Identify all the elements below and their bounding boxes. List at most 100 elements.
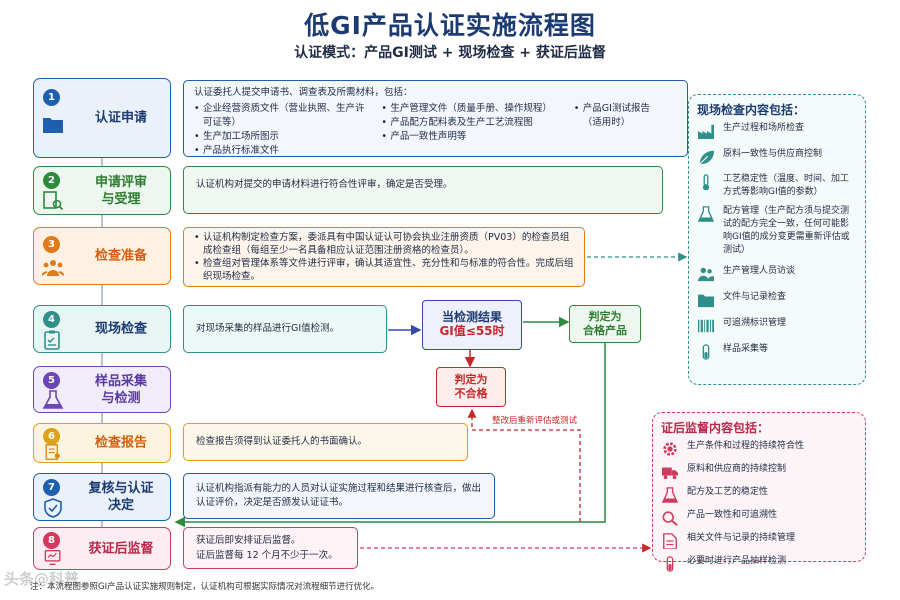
monitor-icon (44, 550, 61, 565)
step-number: 3 (43, 236, 60, 253)
panel-item-text: 样品采集等 (723, 344, 769, 354)
panel-item-text: 工艺稳定性（温度、时间、加工方式等影响GI值的参数） (723, 174, 850, 197)
step-label: 检查报告 (94, 435, 147, 451)
step-number: 5 (43, 372, 60, 389)
thermometer-icon (702, 174, 710, 190)
panel-item: 原料一致性与供应商控制 (697, 148, 857, 165)
panel-item-text: 必要时进行产品抽样检测 (687, 556, 787, 566)
panel-item: 可追溯标识管理 (697, 317, 857, 334)
arrow-pass-to-supervision (174, 343, 606, 528)
report-icon (45, 444, 60, 460)
panel-item: 生产条件和过程的持续符合性 (661, 440, 857, 457)
desc1-item: 产品一致性声明等 (381, 130, 559, 144)
panel-item-text: 原料和供应商的持续控制 (687, 464, 787, 474)
panel-item: 生产过程和场所检查 (697, 122, 857, 139)
panel-item-text: 配方及工艺的稳定性 (687, 487, 769, 497)
desc3-item: 检查组对管理体系等文件进行评审，确认其适宜性、充分性和与标准的符合性。完成后组织… (194, 257, 574, 283)
step-2-review[interactable]: 2 申请评审 与受理 (33, 166, 171, 215)
page-subtitle: 认证模式：产品GI测试 + 现场检查 + 获证后监督 (294, 45, 606, 61)
desc1-item: 产品GI测试报告（适用时） (574, 102, 663, 130)
flask-icon (697, 206, 715, 222)
panel-item-text: 生产过程和场所检查 (723, 123, 805, 133)
pass-result-box: 判定为 合格产品 (569, 305, 641, 343)
clipboard-check-icon (44, 330, 60, 350)
panel-item-text: 生产条件和过程的持续符合性 (687, 441, 805, 451)
panel-item: 配方及工艺的稳定性 (661, 486, 857, 503)
desc1-item: 生产管理文件（质量手册、操作规程） (381, 102, 559, 116)
flask-icon (42, 390, 64, 409)
step-3-preparation[interactable]: 3 检查准备 (33, 227, 171, 285)
document-search-icon (43, 191, 64, 211)
panel-item-text: 产品一致性和可追溯性 (687, 510, 778, 520)
step-3-description: 认证机构制定检查方案，委派具有中国认证认可协会执业注册资质（PV03）的检查员组… (183, 227, 585, 287)
panel-item: 样品采集等 (697, 343, 857, 360)
barcode-icon (698, 319, 714, 333)
step-number: 8 (43, 532, 60, 549)
shield-check-icon (44, 498, 62, 518)
folder-icon (43, 118, 63, 133)
step-6-report[interactable]: 6 检查报告 (33, 423, 171, 463)
panel-item-text: 生产管理人员访谈 (723, 266, 796, 276)
desc1-item: 产品配方配料表及生产工艺流程图 (381, 116, 559, 130)
condition-line2: GI值≤55时 (439, 324, 505, 338)
supervision-content-panel: 证后监督内容包括： 生产条件和过程的持续符合性原料和供应商的持续控制配方及工艺的… (652, 412, 866, 572)
test-tube-icon (702, 344, 710, 360)
arrow-feedback (467, 408, 581, 522)
panel-item-text: 相关文件与记录的持续管理 (687, 533, 796, 543)
step-label: 获证后监督 (88, 541, 154, 556)
step-1-application[interactable]: 1 认证申请 (33, 78, 171, 158)
fail-result-box: 判定为 不合格 (436, 367, 506, 407)
desc3-item: 认证机构制定检查方案，委派具有中国认证认可协会执业注册资质（PV03）的检查员组… (194, 231, 574, 257)
panel-item-text: 文件与记录检查 (723, 292, 787, 302)
step-number: 6 (43, 428, 60, 445)
step-8-supervision[interactable]: 8 获证后监督 (33, 527, 171, 570)
desc1-intro: 认证委托人提交申请书、调查表及所需材料，包括： (194, 87, 413, 98)
step-number: 4 (43, 311, 60, 328)
truck-icon (662, 467, 678, 480)
step-6-description: 检查报告须得到认证委托人的书面确认。 (183, 423, 468, 461)
step-4-description: 对现场采集的样品进行GI值检测。 (183, 305, 387, 353)
step-2-description: 认证机构对提交的申请材料进行符合性评审，确定是否受理。 (183, 166, 663, 214)
step-label: 检查准备 (94, 248, 147, 264)
desc1-item: 企业经营资质文件（营业执照、生产许可证等） (194, 102, 367, 130)
watermark: 头条@科普 (4, 570, 80, 588)
step-label: 申请评审 与受理 (94, 174, 147, 207)
desc1-item: 生产加工场所图示 (194, 130, 367, 144)
step-number: 2 (43, 172, 60, 189)
inspection-content-panel: 现场检查内容包括： 生产过程和场所检查原料一致性与供应商控制工艺稳定性（温度、时… (688, 94, 866, 385)
panel-item: 必要时进行产品抽样检测 (661, 555, 857, 572)
panel-item: 文件与记录检查 (697, 291, 857, 308)
condition-line1: 当检测结果 (441, 310, 502, 324)
leaf-icon (699, 150, 714, 165)
feedback-label: 整改后重新评估或测试 (492, 416, 578, 426)
gi-condition-box: 当检测结果 GI值≤55时 (422, 300, 522, 350)
step-number: 1 (43, 89, 60, 106)
step-8-description: 获证后即安排证后监督。 证后监督每 12 个月不少于一次。 (183, 527, 358, 569)
panel-item: 配方管理（生产配方须与提交测试的配方完全一致，任何可能影响GI值的成分变更需重新… (697, 205, 857, 257)
people-icon (698, 267, 714, 282)
panel-item: 原料和供应商的持续控制 (661, 463, 857, 480)
footnote: 注：本流程图参照GI产品认证实施规则制定，认证机构可根据实际情况对流程细节进行优… (30, 582, 380, 592)
step-7-decision[interactable]: 7 复核与认证 决定 (33, 473, 171, 521)
panel-item: 工艺稳定性（温度、时间、加工方式等影响GI值的参数） (697, 173, 857, 199)
test-tube-icon (666, 556, 674, 572)
panel-item-text: 配方管理（生产配方须与提交测试的配方完全一致，任何可能影响GI值的成分变更需重新… (723, 206, 850, 255)
step-label: 样品采集 与检测 (94, 373, 147, 406)
team-icon (42, 260, 64, 276)
page-title: 低GI产品认证实施流程图 (304, 11, 596, 40)
panel-item: 生产管理人员访谈 (697, 265, 857, 282)
factory-icon (698, 124, 714, 139)
step-4-onsite-inspection[interactable]: 4 现场检查 (33, 305, 171, 353)
panel-title: 现场检查内容包括： (697, 103, 806, 117)
document-icon (663, 533, 677, 549)
step-label: 现场检查 (94, 321, 147, 337)
step-7-description: 认证机构指派有能力的人员对认证实施过程和结果进行核查后，做出认证评价，决定是否颁… (183, 473, 495, 519)
step-label: 认证申请 (94, 110, 147, 126)
magnifier-icon (662, 511, 678, 526)
folder-icon (698, 294, 714, 308)
panel-item-text: 原料一致性与供应商控制 (723, 149, 823, 159)
panel-title: 证后监督内容包括： (661, 421, 770, 435)
flask-icon (661, 487, 679, 503)
step-5-sampling[interactable]: 5 样品采集 与检测 (33, 366, 171, 413)
